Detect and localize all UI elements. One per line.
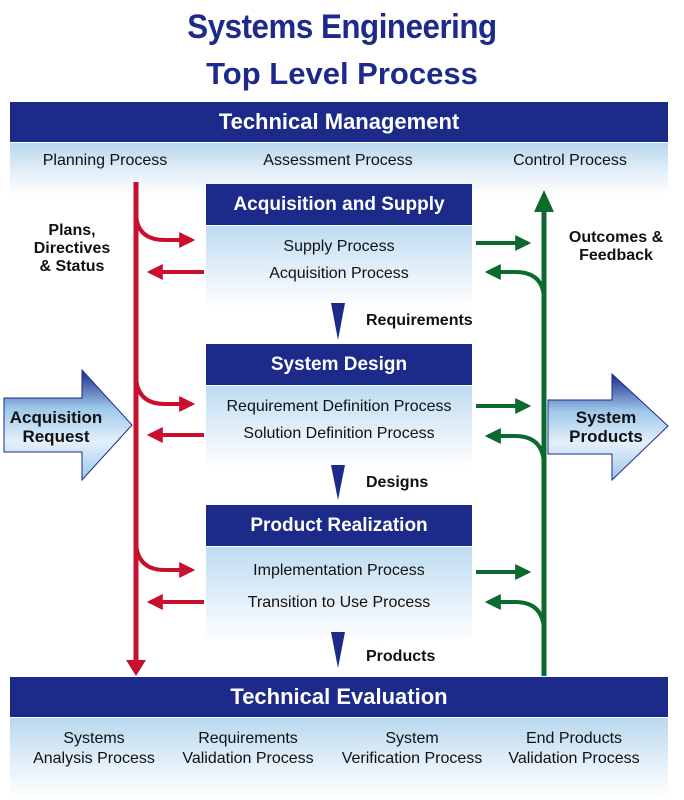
designs-down-arrow	[331, 465, 345, 500]
acquisition-and-supply-header: Acquisition and Supply	[206, 184, 472, 225]
products-down-arrow	[331, 632, 345, 668]
plans-label-line1: Plans,	[48, 222, 96, 239]
designs-label: Designs	[366, 474, 429, 491]
diagram-title: Systems Engineering	[187, 8, 497, 46]
plans-directives-status-label: Plans, Directives & Status	[18, 222, 126, 276]
plans-label-line2: Directives	[33, 240, 111, 257]
acquisition-request-arrow	[3, 368, 133, 482]
technical-evaluation-band	[10, 718, 668, 798]
system-products-line2: Products	[569, 427, 643, 446]
supply-process-label: Supply Process	[283, 238, 395, 255]
outcomes-feedback-label: Outcomes & Feedback	[552, 229, 680, 265]
systems-analysis-line2: Analysis Process	[33, 750, 155, 767]
technical-management-header: Technical Management	[10, 102, 668, 142]
acquisition-request-label: Acquisition Request	[6, 408, 106, 446]
outcomes-label-line1: Outcomes &	[568, 229, 664, 246]
technical-evaluation-header: Technical Evaluation	[10, 677, 668, 717]
product-realization-header: Product Realization	[206, 505, 472, 546]
red-line-bottom-arrowhead	[126, 660, 146, 676]
control-process-label: Control Process	[513, 152, 627, 169]
product-realization-box	[206, 547, 472, 643]
system-verification-line2: Verification Process	[341, 750, 483, 767]
products-label: Products	[366, 648, 436, 665]
solution-definition-process-label: Solution Definition Process	[243, 425, 435, 442]
system-products-arrow	[547, 372, 669, 482]
outcomes-label-line2: Feedback	[579, 247, 653, 264]
implementation-process-label: Implementation Process	[253, 562, 425, 579]
system-design-box	[206, 386, 472, 468]
green-feedback-branches	[484, 264, 546, 633]
diagram-subtitle: Top Level Process	[206, 56, 478, 91]
green-out-arrows	[476, 235, 532, 580]
assessment-process-label: Assessment Process	[263, 152, 413, 169]
system-verification-line1: System	[385, 730, 439, 747]
system-design-header: System Design	[206, 344, 472, 385]
green-line-top-arrowhead	[534, 190, 554, 212]
acquisition-process-label: Acquisition Process	[269, 265, 409, 282]
requirements-label: Requirements	[366, 312, 473, 329]
acquisition-and-supply-box	[206, 226, 472, 308]
requirements-down-arrow	[331, 303, 345, 340]
red-branches	[134, 211, 196, 578]
systems-analysis-line1: Systems	[63, 730, 125, 747]
planning-process-label: Planning Process	[42, 152, 168, 169]
requirement-definition-process-label: Requirement Definition Process	[226, 398, 452, 415]
requirements-validation-line2: Validation Process	[182, 750, 314, 767]
system-products-line1: System	[575, 408, 637, 427]
acquisition-request-line2: Request	[22, 427, 90, 446]
requirements-validation-line1: Requirements	[198, 730, 298, 747]
red-return-arrows	[146, 264, 204, 610]
acquisition-request-line1: Acquisition	[9, 408, 103, 427]
plans-label-line3: & Status	[39, 258, 105, 275]
system-products-label: System Products	[556, 408, 656, 446]
system-verification-process-label: System Verification Process	[330, 729, 494, 769]
end-products-validation-process-label: End Products Validation Process	[494, 729, 654, 769]
systems-analysis-process-label: Systems Analysis Process	[14, 729, 174, 769]
transition-to-use-process-label: Transition to Use Process	[247, 594, 431, 611]
requirements-validation-process-label: Requirements Validation Process	[168, 729, 328, 769]
end-products-validation-line1: End Products	[525, 730, 623, 747]
end-products-validation-line2: Validation Process	[508, 750, 640, 767]
